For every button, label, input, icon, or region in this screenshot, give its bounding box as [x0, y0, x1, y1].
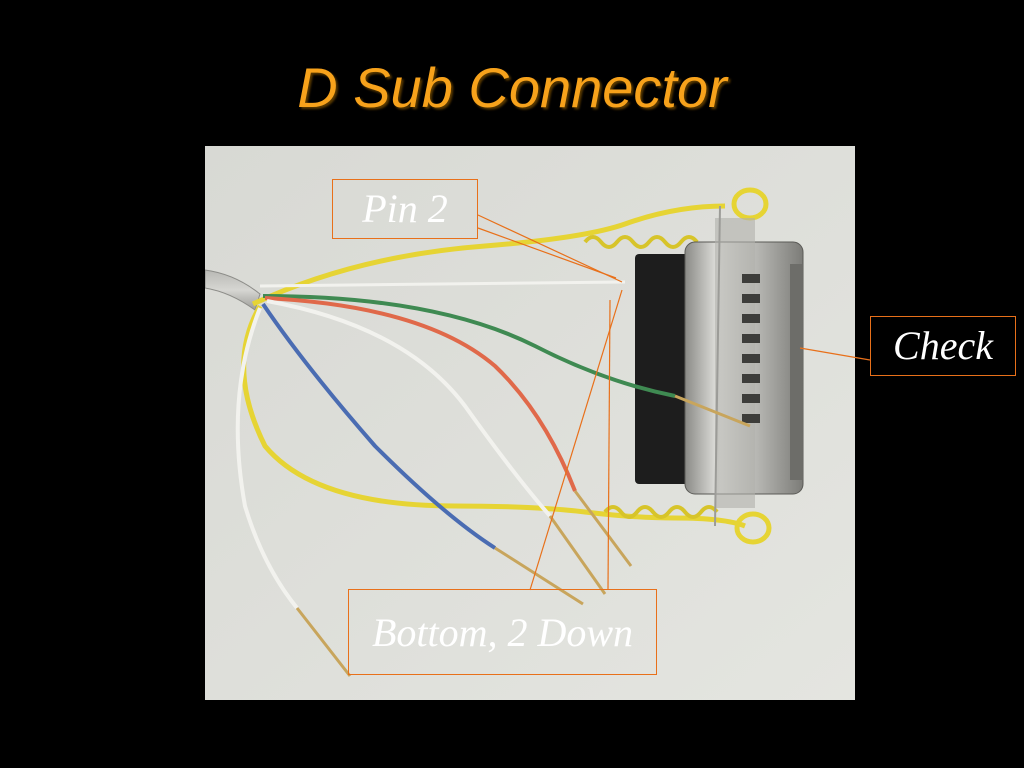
- white-wire-long: [235, 307, 299, 610]
- connector-black-shell: [635, 254, 695, 484]
- red-wire: [264, 296, 577, 492]
- yellow-wire-twist-top: [583, 235, 699, 249]
- white-wire-pin: [548, 515, 607, 595]
- slide-title: D Sub Connector: [297, 56, 727, 119]
- blue-wire: [261, 302, 497, 550]
- blue-wire-pin: [494, 546, 584, 606]
- callout-bottom-2-down: Bottom, 2 Down: [348, 589, 657, 675]
- pin2-leader-line-2: [477, 227, 617, 279]
- yellow-wire-top: [251, 203, 726, 307]
- connector-pin-slots: [742, 274, 760, 423]
- bottom-leader-line-2: [607, 299, 611, 591]
- bottom-leader-line: [529, 289, 623, 591]
- white-wire-long-pin: [295, 607, 352, 677]
- connector-pin-rail: [790, 264, 802, 480]
- green-wire: [262, 294, 676, 398]
- white-wire-top: [259, 280, 626, 288]
- yellow-wire-twist-bottom: [603, 505, 719, 519]
- yellow-loop-bottom: [734, 511, 772, 545]
- white-wire-middle: [266, 299, 552, 518]
- connector-screw-wire: [714, 205, 721, 527]
- check-leader-line: [799, 347, 871, 361]
- callout-check: Check: [870, 316, 1016, 376]
- red-wire-pin: [573, 490, 633, 567]
- green-wire-pin: [674, 394, 751, 428]
- pin2-leader-line: [477, 214, 623, 283]
- connector-photo: [205, 146, 855, 700]
- yellow-wire-bottom: [241, 304, 746, 529]
- callout-pin-2: Pin 2: [332, 179, 478, 239]
